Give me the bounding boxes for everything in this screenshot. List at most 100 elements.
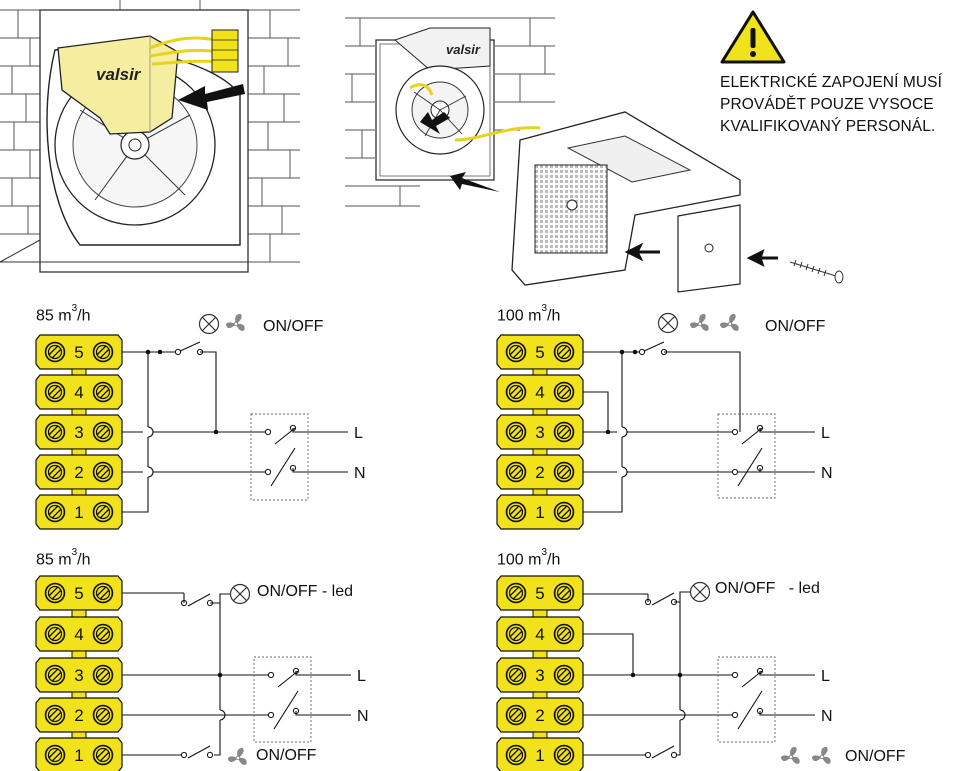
terminal-module: 3 [35,657,123,693]
wire [122,477,149,513]
terminal-number: 2 [74,706,83,725]
flow-label-diagram-4: 100 m3/h [497,547,561,569]
screw-icon [92,704,114,726]
terminal-number: 2 [535,706,544,725]
wire [759,711,815,716]
screw-icon [92,664,114,686]
screw-icon [505,664,527,686]
switch-enclosure [717,656,776,743]
terminal-link [532,488,548,496]
terminal-module: 4 [35,616,123,652]
switch-lever [741,670,763,688]
switch-label-diagram-2: ON/OFF [765,318,826,335]
illustration-fan-cover-assembly [345,17,844,293]
fan-icon [780,746,801,765]
lamp-icon [657,312,679,334]
neutral-label: N [821,708,833,725]
wire [200,351,217,432]
terminal-module: 3 [496,414,584,450]
switch-enclosure [717,413,776,499]
contact-point [267,671,275,679]
terminal-number: 1 [535,503,544,522]
wire [641,341,665,353]
wire [674,591,693,603]
terminal-number: 5 [74,343,83,362]
screw-icon [553,744,575,766]
wire [583,633,634,675]
terminal-link [71,609,87,618]
warning-line: KVALIFIKOVANÝ PERSONÁL. [720,118,936,135]
screw-icon [553,623,575,645]
screw-icon [505,623,527,645]
terminal-module: 1 [496,494,584,530]
terminal-number: 5 [74,584,83,603]
screw-icon [553,421,575,443]
lamp-icon [198,313,220,335]
terminal-number: 3 [535,666,544,685]
fan-label-diagram-3: ON/OFF [256,747,317,764]
wire [759,671,815,676]
terminal-number: 1 [74,746,83,765]
wire [759,428,815,433]
screw-icon [44,664,66,686]
terminal-link [71,650,87,659]
terminal-link [71,691,87,699]
double-pole-switch: LN [717,656,833,743]
terminal-link [532,408,548,416]
terminal-number: 5 [535,584,544,603]
contact-point [731,711,739,719]
screw-icon [44,381,66,403]
wire [187,593,211,607]
screw-icon [92,381,114,403]
brand-logo-right: valsir [446,42,481,57]
switch-lever [274,427,296,445]
wire [295,711,351,716]
screw-icon [505,582,527,604]
contact-point [264,428,272,436]
contact-point [267,711,275,719]
screw-icon [505,501,527,523]
screw-icon [44,421,66,443]
screw-icon [553,582,575,604]
contact-point [731,468,739,476]
terminal-module: 5 [35,334,123,370]
switch-lever [270,447,296,487]
screw-icon [553,461,575,483]
terminal-number: 2 [74,463,83,482]
lamp-icon [229,583,251,605]
terminal-module: 5 [496,334,584,370]
terminal-link [532,448,548,456]
screw-icon [553,341,575,363]
double-pole-switch: LN [253,656,369,743]
terminal-number: 3 [74,666,83,685]
terminal-number: 4 [74,383,83,402]
led-label-diagram-4: ON/OFF - led [715,580,820,597]
screw-icon [44,744,66,766]
screw-icon [92,744,114,766]
terminal-module: 3 [35,414,123,450]
terminal-number: 4 [74,625,83,644]
wire [187,745,211,759]
wire [664,351,741,432]
terminal-link [532,650,548,659]
screw-icon [553,704,575,726]
terminal-link [71,731,87,739]
flow-label-diagram-3: 85 m3/h [36,547,91,569]
brand-logo-left: valsir [96,65,142,84]
live-label: L [354,425,363,442]
terminal-number: 5 [535,343,544,362]
wire-crossover [147,466,154,478]
terminal-number: 3 [535,423,544,442]
screw-icon [44,704,66,726]
terminal-number: 4 [535,625,544,644]
terminal-link [532,691,548,699]
switch-lever [737,690,763,730]
